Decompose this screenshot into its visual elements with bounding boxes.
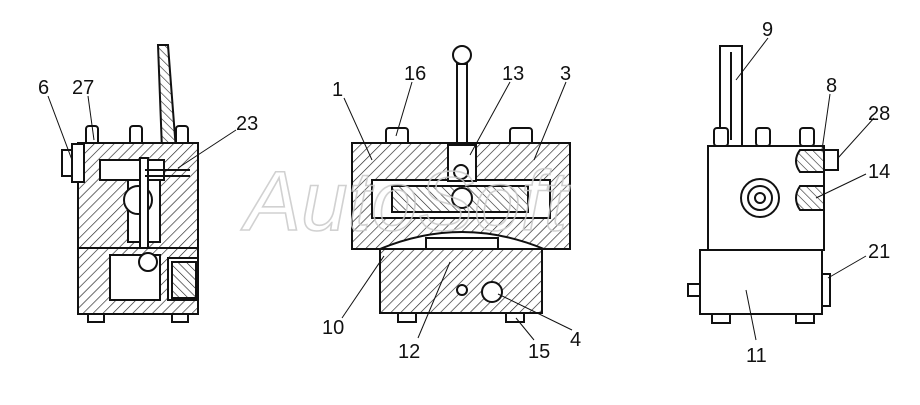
- callout-10: 10: [322, 317, 344, 339]
- callout-23: 23: [236, 113, 258, 135]
- callout-8: 8: [826, 75, 837, 97]
- callout-4: 4: [570, 329, 581, 351]
- callout-3: 3: [560, 63, 571, 85]
- callout-labels: 6 27 23 1 16 13 3 10 12 15 4 9 8 28 14 2…: [38, 19, 890, 367]
- callout-6: 6: [38, 77, 49, 99]
- callout-27: 27: [72, 77, 94, 99]
- right-exterior-view: [687, 45, 839, 324]
- callout-12: 12: [398, 341, 420, 363]
- callout-11: 11: [746, 345, 767, 367]
- callout-16: 16: [404, 63, 426, 85]
- leader-lines: [47, 37, 875, 341]
- callout-15: 15: [528, 341, 550, 363]
- callout-13: 13: [502, 63, 524, 85]
- callout-14: 14: [868, 161, 890, 183]
- callout-1: 1: [332, 79, 343, 101]
- left-section-view: [61, 44, 199, 323]
- center-section-view: [351, 45, 571, 323]
- callout-28: 28: [868, 103, 890, 125]
- callout-9: 9: [762, 19, 773, 41]
- callout-21: 21: [868, 241, 890, 263]
- watermark-text: AutoSoft: [240, 154, 571, 248]
